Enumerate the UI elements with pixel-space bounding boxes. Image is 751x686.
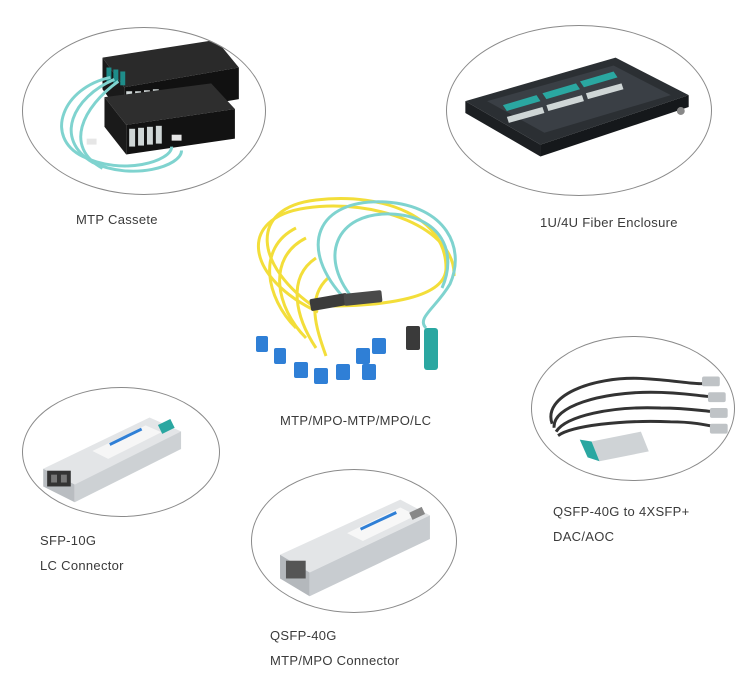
qsfp-breakout-label-line-1: QSFP-40G to 4XSFP+ xyxy=(553,504,690,519)
mtp-cassette-image xyxy=(22,27,266,195)
mtp-harness-illustration xyxy=(256,197,457,384)
mtp-cassette-label: MTP Cassete xyxy=(76,207,158,232)
qsfp-breakout-illustration xyxy=(549,376,728,462)
qsfp-40g-label-line-1: QSFP-40G xyxy=(270,628,337,643)
qsfp-breakout-label: QSFP-40G to 4XSFP+ DAC/AOC xyxy=(553,499,690,549)
sfp-10g-label-line-1: SFP-10G xyxy=(40,533,97,548)
qsfp-40g-label-line-2: MTP/MPO Connector xyxy=(270,653,400,668)
fiber-enclosure-label-line-1: 1U/4U Fiber Enclosure xyxy=(540,215,678,230)
fiber-enclosure-illustration xyxy=(465,57,689,157)
sfp-10g-image xyxy=(22,387,220,517)
sfp-10g-label: SFP-10G LC Connector xyxy=(40,528,124,578)
qsfp-40g-illustration xyxy=(280,499,430,597)
mtp-harness-image xyxy=(236,188,472,398)
qsfp-breakout-image xyxy=(531,336,735,481)
mtp-cassette-label-line-1: MTP Cassete xyxy=(76,212,158,227)
mtp-cassette-illustration xyxy=(60,39,239,173)
fiber-enclosure-image xyxy=(446,25,712,196)
sfp-10g-illustration xyxy=(43,417,182,503)
mtp-harness-label: MTP/MPO-MTP/MPO/LC xyxy=(280,408,431,433)
qsfp-40g-image xyxy=(251,469,457,613)
sfp-10g-label-line-2: LC Connector xyxy=(40,558,124,573)
fiber-enclosure-label: 1U/4U Fiber Enclosure xyxy=(540,210,678,235)
qsfp-40g-label: QSFP-40G MTP/MPO Connector xyxy=(270,623,399,673)
mtp-harness-label-line-1: MTP/MPO-MTP/MPO/LC xyxy=(280,413,432,428)
qsfp-breakout-label-line-2: DAC/AOC xyxy=(553,529,615,544)
